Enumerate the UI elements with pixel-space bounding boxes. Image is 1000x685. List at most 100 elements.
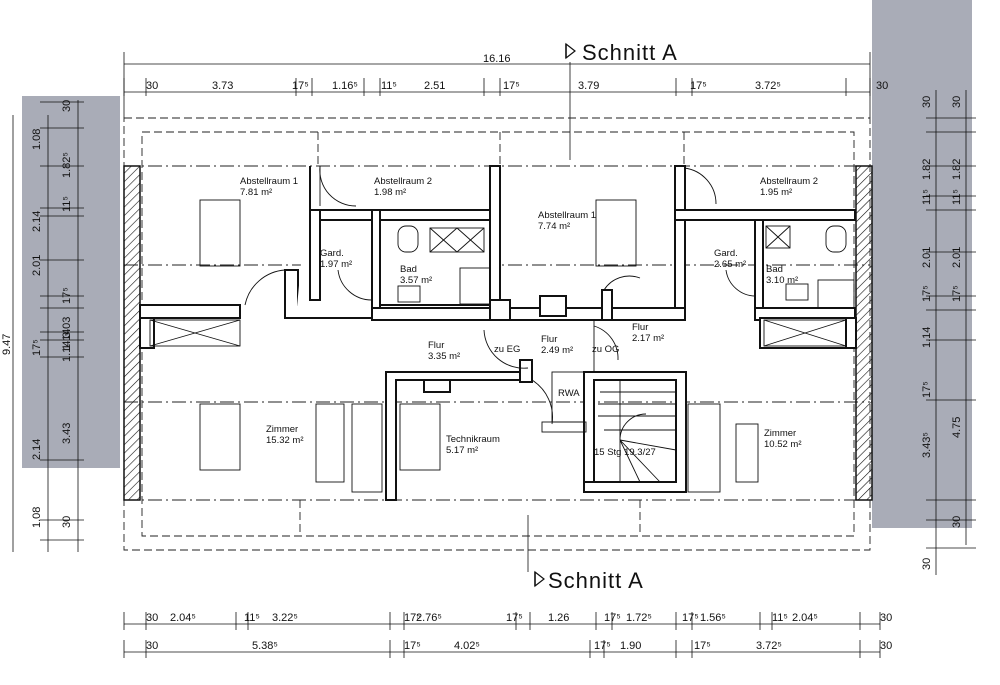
left-dim-8: 1.14 <box>61 329 73 350</box>
room-name: Bad <box>766 264 783 275</box>
stair <box>541 371 677 483</box>
neighbor-building-right <box>872 0 972 528</box>
left-dim-3: 11⁵ <box>61 196 73 212</box>
room-area: 2.65 m² <box>714 259 746 270</box>
roof-windows <box>199 199 759 493</box>
room-name: Gard. <box>714 248 738 259</box>
left-dim-7: 3.03 <box>61 317 73 338</box>
section-marker-bottom: Schnitt A <box>527 515 643 593</box>
room-name: Abstellraum 1 <box>538 210 596 221</box>
left-dim-6: 17⁵ <box>61 287 73 304</box>
room-name: Flur <box>541 334 557 345</box>
top-dimension-chain: 30 3.73 17⁵ 1.16⁵ 11⁵ 2.51 17⁵ 3.79 17⁵ 3.72⁵ 30 <box>123 78 888 96</box>
top-dim-0: 30 <box>146 80 158 92</box>
room-area: 7.74 m² <box>538 221 570 232</box>
bottom-dim1-13: 2.04⁵ <box>792 612 818 624</box>
room-name: Gard. <box>320 248 344 259</box>
right-dim-outer-1: 1.82 <box>951 159 963 180</box>
room-area: 7.81 m² <box>240 187 272 198</box>
right-dim-inner-1: 1.82 <box>921 159 933 180</box>
left-dim-5: 2.01 <box>31 255 43 276</box>
left-dim-13: 30 <box>61 516 73 528</box>
room-area: 1.97 m² <box>320 259 352 270</box>
bottom-dim2-2: 17⁵ <box>404 640 421 652</box>
bottom-dim2-3: 4.02⁵ <box>454 640 480 652</box>
top-dim-8: 17⁵ <box>690 80 707 92</box>
room-name: Flur <box>428 340 444 351</box>
room-area: 15.32 m² <box>266 435 304 446</box>
right-dim-inner-4: 17⁵ <box>921 285 933 302</box>
sanitary <box>397 225 855 309</box>
label-stair: 15 Stg 19.3/27 <box>594 447 656 458</box>
room-area: 2.49 m² <box>541 345 573 356</box>
top-dim-2: 17⁵ <box>292 80 309 92</box>
left-dim-2: 1.82⁵ <box>61 152 73 178</box>
bottom-dim1-10: 17⁵ <box>682 612 699 624</box>
right-dim-outer-2: 11⁵ <box>951 189 963 205</box>
section-label-top: Schnitt A <box>582 40 678 65</box>
doors <box>244 165 757 425</box>
overall-width: 16.16 <box>483 53 511 65</box>
top-dim-3: 1.16⁵ <box>332 80 358 92</box>
left-dim-10: 1.14 <box>61 341 73 362</box>
top-dim-4: 11⁵ <box>381 80 397 92</box>
interior-walls <box>139 165 857 501</box>
label-zu-eg: zu EG <box>494 344 520 355</box>
top-dim-1: 3.73 <box>212 80 233 92</box>
label-zu-og: zu OG <box>592 344 619 355</box>
right-dim-outer-5: 4.75 <box>951 417 963 438</box>
right-dim-outer-4: 17⁵ <box>951 285 963 302</box>
right-dimension-chain: 301.8211⁵2.0117⁵1.1417⁵3.43⁵30301.8211⁵2… <box>921 90 976 575</box>
left-dim-1: 1.08 <box>31 129 43 150</box>
bottom-dim1-12: 11⁵ <box>772 612 788 624</box>
bottom-dim1-3: 3.22⁵ <box>272 612 298 624</box>
bottom-dim1-4: 17⁵ <box>404 612 421 624</box>
room-name: Flur <box>632 322 648 333</box>
top-dim-10: 30 <box>876 80 888 92</box>
left-dim-0: 30 <box>61 100 73 112</box>
room-area: 1.98 m² <box>374 187 406 198</box>
bottom-dim2-0: 30 <box>146 640 158 652</box>
room-labels: Abstellraum 1 7.81 m² Abstellraum 2 1.98 m²… <box>240 176 818 456</box>
room-name: Zimmer <box>764 428 796 439</box>
room-name: Technikraum <box>446 434 500 445</box>
bottom-dim2-6: 17⁵ <box>694 640 711 652</box>
bottom-dim1-14: 30 <box>880 612 892 624</box>
neighbor-building-left <box>22 96 120 468</box>
room-area: 5.17 m² <box>446 445 478 456</box>
right-dim-outer-6: 30 <box>951 516 963 528</box>
right-dim-outer-3: 2.01 <box>951 247 963 268</box>
bottom-dim2-8: 30 <box>880 640 892 652</box>
bottom-dim2-7: 3.72⁵ <box>756 640 782 652</box>
left-dim-9: 17⁵ <box>31 339 43 356</box>
room-area: 3.10 m² <box>766 275 798 286</box>
bottom-dim1-6: 17⁵ <box>506 612 523 624</box>
left-overall-height: 9.47 <box>1 334 13 355</box>
bottom-dim1-2: 11⁵ <box>244 612 260 624</box>
top-dim-9: 3.72⁵ <box>755 80 781 92</box>
room-name: Abstellraum 2 <box>760 176 818 187</box>
bottom-dim2-5: 1.90 <box>620 640 641 652</box>
right-dim-outer-0: 30 <box>951 96 963 108</box>
room-area: 10.52 m² <box>764 439 802 450</box>
right-dim-inner-8: 30 <box>921 558 933 570</box>
bottom-dim1-9: 1.72⁵ <box>626 612 652 624</box>
vent-shafts <box>149 225 847 347</box>
right-dim-inner-3: 2.01 <box>921 247 933 268</box>
room-area: 1.95 m² <box>760 187 792 198</box>
bottom-dim1-7: 1.26 <box>548 612 569 624</box>
bottom-dim1-5: 2.76⁵ <box>416 612 442 624</box>
room-name: Zimmer <box>266 424 298 435</box>
left-dim-14: 1.08 <box>31 507 43 528</box>
room-area: 3.35 m² <box>428 351 460 362</box>
top-dim-5: 2.51 <box>424 80 445 92</box>
left-dim-11: 3.43 <box>61 423 73 444</box>
top-dim-7: 3.79 <box>578 80 599 92</box>
left-dim-4: 2.14 <box>31 211 43 232</box>
top-dim-6: 17⁵ <box>503 80 520 92</box>
room-area: 3.57 m² <box>400 275 432 286</box>
